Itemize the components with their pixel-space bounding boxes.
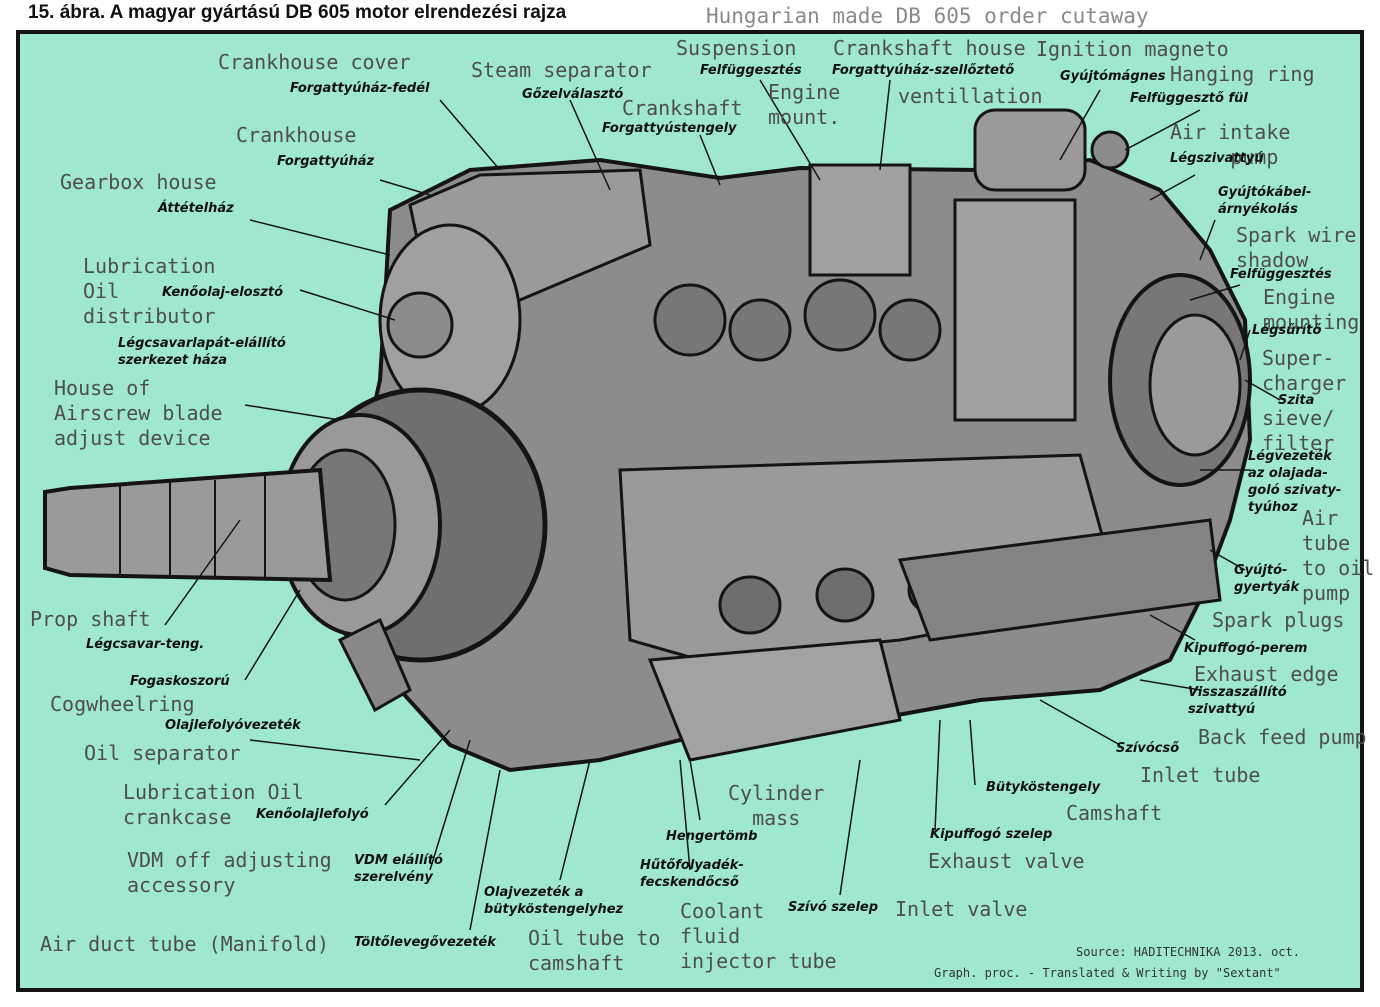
label-airscrew-blade-house-hu: Légcsavarlapát-elállító szerkezet háza bbox=[118, 336, 286, 368]
label-exhaust-valve: Exhaust valve bbox=[928, 849, 1085, 873]
label-ignition-magneto: Ignition magneto bbox=[1036, 37, 1229, 61]
label-engine-mount: Engine mount. bbox=[768, 80, 841, 129]
label-cylinder-mass-hu: Hengertömb bbox=[666, 829, 758, 844]
label-air-intake-pump: Air intake pump bbox=[1170, 120, 1291, 169]
label-oil-tube-camshaft: Oil tube to camshaft bbox=[528, 926, 661, 975]
label-inlet-valve: Inlet valve bbox=[895, 897, 1028, 921]
label-prop-shaft: Prop shaft bbox=[30, 607, 151, 631]
label-air-duct-tube-hu: Töltőlevegővezeték bbox=[354, 935, 496, 950]
label-air-duct-tube: Air duct tube (Manifold) bbox=[40, 932, 329, 956]
label-coolant-injector-hu: Hűtőfolyadék- fecskendőcső bbox=[640, 858, 744, 890]
prop-shaft-splines bbox=[119, 476, 266, 578]
crankshaft-shape bbox=[653, 278, 942, 362]
label-lubrication-oil-distributor: Lubrication Oil distributor bbox=[83, 254, 216, 328]
label-steam-separator-hu: Gőzelválasztó bbox=[522, 87, 624, 102]
label-crankshaft: Crankshaft bbox=[622, 96, 743, 120]
label-sieve-filter: sieve/ filter bbox=[1262, 406, 1335, 455]
label-camshaft: Camshaft bbox=[1066, 801, 1163, 825]
label-back-feed-pump-hu: Visszaszállító szivattyú bbox=[1188, 685, 1287, 717]
label-cylinder-mass: Cylinder mass bbox=[728, 781, 825, 830]
label-airscrew-blade-house: House of Airscrew blade adjust device bbox=[54, 376, 223, 450]
label-oil-tube-camshaft-hu: Olajvezeték a bütyköstengelyhez bbox=[484, 885, 624, 917]
leader-lines bbox=[164, 79, 1281, 931]
label-lubrication-oil-crankcase-hu: Kenőolajlefolyó bbox=[256, 807, 369, 822]
label-crankhouse: Crankhouse bbox=[236, 123, 357, 147]
label-lubrication-oil-distributor-hu: Kenőolaj-elosztó bbox=[162, 285, 284, 300]
label-air-tube-oil-pump-hu: Légvezeték az olajada- goló szivaty- tyú… bbox=[1248, 449, 1342, 515]
label-supercharger-hu: Légsűrítő bbox=[1252, 323, 1322, 338]
label-hanging-ring-hu: Felfüggesztő fül bbox=[1130, 91, 1248, 106]
label-ventillation: ventillation bbox=[898, 84, 1043, 108]
engine-mount-shape bbox=[808, 163, 912, 277]
label-crankshaft-house: Crankshaft house bbox=[833, 36, 1026, 60]
label-steam-separator: Steam separator bbox=[471, 58, 652, 82]
prop-shaft-shape bbox=[43, 467, 333, 583]
figure-title-hungarian: 15. ábra. A magyar gyártású DB 605 motor… bbox=[28, 2, 567, 23]
label-lubrication-oil-crankcase: Lubrication Oil crankcase bbox=[123, 780, 304, 829]
label-prop-shaft-hu: Légcsavar-teng. bbox=[86, 637, 205, 652]
label-sieve-filter-hu: Szita bbox=[1278, 393, 1315, 408]
label-exhaust-valve-hu: Kipuffogó szelep bbox=[930, 827, 1053, 842]
label-gearbox-house: Gearbox house bbox=[60, 170, 217, 194]
label-inlet-valve-hu: Szívó szelep bbox=[788, 900, 879, 915]
label-vdm-accessory: VDM off adjusting accessory bbox=[127, 848, 332, 897]
label-cogwheelring-hu: Fogaskoszorú bbox=[130, 674, 230, 689]
label-exhaust-edge: Exhaust edge bbox=[1194, 662, 1339, 686]
label-ignition-magneto-hu: Gyújtómágnes bbox=[1060, 69, 1166, 84]
label-crankhouse-hu: Forgattyúház bbox=[277, 154, 375, 169]
supercharger-inner-shape bbox=[1148, 313, 1242, 457]
label-camshaft-hu: Bütyköstengely bbox=[986, 780, 1101, 795]
label-engine-mounting: Engine mounting bbox=[1263, 285, 1360, 334]
label-vdm-accessory-hu: VDM elállító szerelvény bbox=[354, 853, 443, 885]
label-suspension-hu: Felfüggesztés bbox=[700, 63, 802, 78]
label-supercharger: Super- charger bbox=[1262, 346, 1347, 395]
label-oil-separator: Oil separator bbox=[84, 741, 241, 765]
label-inlet-tube: Inlet tube bbox=[1140, 763, 1261, 787]
label-spark-wire-shadow: Spark wire shadow bbox=[1236, 223, 1357, 272]
label-crankshaft-hu: Forgattyústengely bbox=[602, 121, 737, 136]
label-coolant-injector: Coolant fluid injector tube bbox=[680, 899, 837, 973]
label-crankshaft-house-hu: Forgattyúház-szellőztető bbox=[832, 63, 1015, 78]
label-spark-plugs-hu: Gyújtó- gyertyák bbox=[1234, 563, 1300, 595]
credit-note: Graph. proc. - Translated & Writing by "… bbox=[934, 966, 1281, 980]
label-exhaust-edge-hu: Kipuffogó-perem bbox=[1184, 641, 1308, 656]
label-spark-wire-shadow-hu: Gyújtókábel- árnyékolás bbox=[1218, 185, 1312, 217]
header: 15. ábra. A magyar gyártású DB 605 motor… bbox=[0, 0, 1380, 28]
oil-pan-shape bbox=[647, 638, 902, 762]
label-cogwheelring: Cogwheelring bbox=[50, 692, 195, 716]
label-air-tube-oil-pump: Air tube to oil pump bbox=[1302, 506, 1375, 605]
vdm-accessory-shape bbox=[337, 617, 412, 713]
label-back-feed-pump: Back feed pump bbox=[1198, 725, 1367, 749]
rear-mount-shape bbox=[953, 198, 1077, 422]
ignition-magneto-shape bbox=[973, 108, 1087, 192]
hanging-ring-shape bbox=[1090, 130, 1130, 170]
figure-title-english: Hungarian made DB 605 order cutaway bbox=[706, 4, 1149, 28]
source-note: Source: HADITECHNIKA 2013. oct. bbox=[1076, 945, 1300, 959]
label-engine-mounting-hu: Felfüggesztés bbox=[1230, 267, 1332, 282]
label-crankhouse-cover: Crankhouse cover bbox=[218, 50, 411, 74]
label-hanging-ring: Hanging ring bbox=[1170, 62, 1315, 86]
label-inlet-tube-hu: Szívócső bbox=[1116, 741, 1180, 756]
label-gearbox-house-hu: Áttételház bbox=[158, 201, 234, 216]
spark-plug-rail-shape bbox=[897, 518, 1222, 642]
label-crankhouse-cover-hu: Forgattyúház-fedél bbox=[290, 81, 430, 96]
label-suspension: Suspension bbox=[676, 36, 797, 60]
label-oil-separator-hu: Olajlefolyóvezeték bbox=[165, 718, 301, 733]
oil-distributor-star-shape bbox=[386, 291, 454, 359]
label-air-intake-pump-hu: Légszivattyú bbox=[1170, 151, 1264, 166]
label-spark-plugs: Spark plugs bbox=[1212, 608, 1345, 632]
